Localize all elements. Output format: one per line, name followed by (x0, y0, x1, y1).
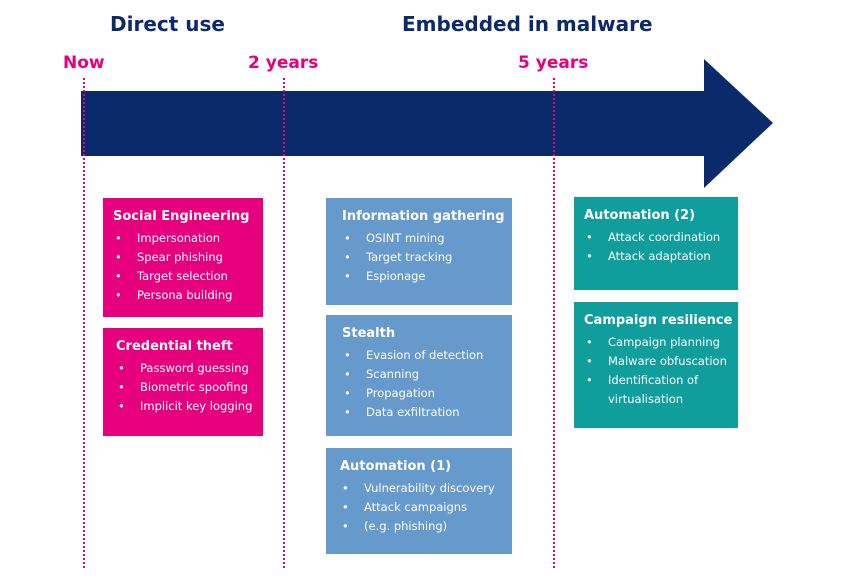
card-information-gathering: Information gathering OSINT mining Targe… (326, 198, 512, 305)
list-item: Target tracking (342, 248, 504, 267)
list-item: Scanning (342, 365, 504, 384)
list-item: Biometric spoofing (116, 378, 255, 397)
card-campaign-resilience: Campaign resilience Campaign planning Ma… (574, 302, 738, 428)
card-stealth: Stealth Evasion of detection Scanning Pr… (326, 315, 512, 436)
list-item: Data exfiltration (342, 403, 504, 422)
timeline-arrow-shape (81, 59, 773, 188)
card-title: Automation (2) (584, 208, 696, 223)
timeline-label-5-years: 5 years (518, 53, 589, 73)
list-item: Impersonation (113, 229, 255, 248)
card-title: Campaign resilience (584, 313, 733, 328)
card-item-list: OSINT mining Target tracking Espionage (342, 229, 504, 286)
list-item: Implicit key logging (116, 397, 255, 416)
card-automation-1: Automation (1) Vulnerability discovery A… (326, 448, 512, 554)
card-title: Social Engineering (113, 209, 250, 224)
list-item: Attack coordination (584, 228, 730, 247)
list-item: OSINT mining (342, 229, 504, 248)
card-item-list: Campaign planning Malware obfuscation Id… (584, 333, 730, 409)
card-title: Credential theft (116, 339, 233, 354)
marker-line-5-years (553, 78, 555, 568)
card-item-list: Attack coordination Attack adaptation (584, 228, 730, 266)
card-title: Information gathering (342, 209, 505, 224)
card-item-list: Vulnerability discovery Attack campaigns… (340, 479, 504, 536)
list-item: Password guessing (116, 359, 255, 378)
list-item: Attack campaigns (340, 498, 504, 517)
list-item: Campaign planning (584, 333, 730, 352)
timeline-arrow (81, 59, 773, 188)
list-item: Attack adaptation (584, 247, 730, 266)
card-social-engineering: Social Engineering Impersonation Spear p… (103, 198, 263, 317)
card-item-list: Evasion of detection Scanning Propagatio… (342, 346, 504, 422)
direct-use-header: Direct use (110, 12, 225, 36)
list-item: Target selection (113, 267, 255, 286)
card-automation-2: Automation (2) Attack coordination Attac… (574, 197, 738, 290)
embedded-in-malware-header: Embedded in malware (402, 12, 653, 36)
card-credential-theft: Credential theft Password guessing Biome… (103, 328, 263, 436)
list-item: Persona building (113, 286, 255, 305)
timeline-label-2-years: 2 years (248, 53, 319, 73)
list-item: Identification of virtualisation (584, 371, 718, 409)
card-item-list: Impersonation Spear phishing Target sele… (113, 229, 255, 305)
marker-line-2-years (283, 78, 285, 568)
list-item: Malware obfuscation (584, 352, 730, 371)
marker-line-now (83, 78, 85, 568)
list-item: (e.g. phishing) (340, 517, 504, 536)
list-item: Espionage (342, 267, 504, 286)
list-item: Vulnerability discovery (340, 479, 504, 498)
list-item: Evasion of detection (342, 346, 504, 365)
card-item-list: Password guessing Biometric spoofing Imp… (116, 359, 255, 416)
card-title: Automation (1) (340, 459, 452, 474)
list-item: Spear phishing (113, 248, 255, 267)
card-title: Stealth (342, 326, 396, 341)
timeline-label-now: Now (63, 53, 105, 73)
list-item: Propagation (342, 384, 504, 403)
